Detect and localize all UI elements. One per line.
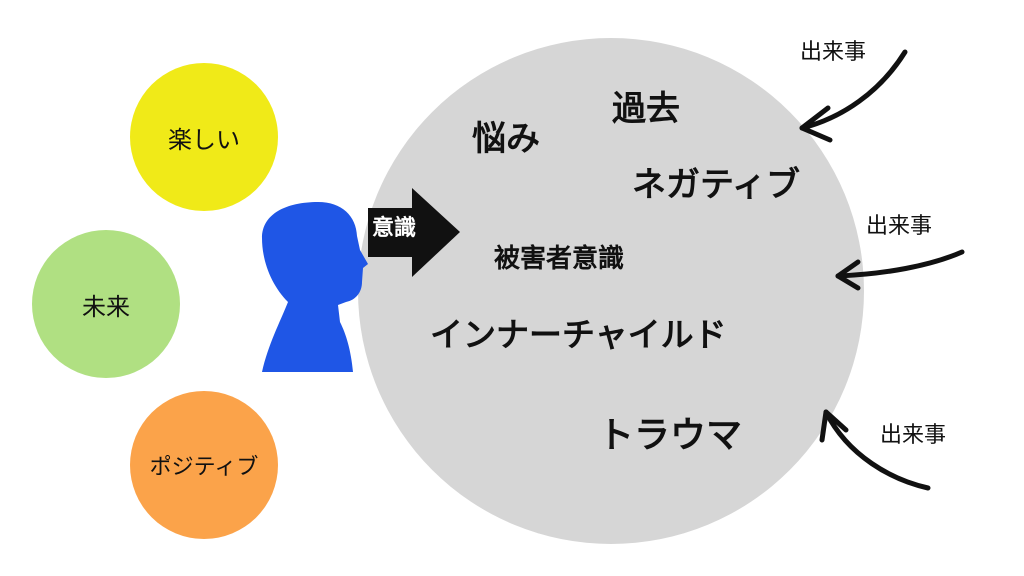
bubble-tanoshii: 楽しい <box>130 63 278 211</box>
curved-arrow-icon <box>819 409 931 491</box>
word-negative: ネガティブ <box>632 165 800 205</box>
curved-arrow-icon <box>799 49 908 143</box>
event-label: 出来事 <box>880 423 947 448</box>
arrow-label: 意識 <box>372 216 417 241</box>
bubble-positive: ポジティブ <box>130 391 278 539</box>
event-label: 出来事 <box>866 214 933 239</box>
word-higaisha-ishiki: 被害者意識 <box>494 244 625 274</box>
word-kako: 過去 <box>612 89 680 129</box>
right-arrow-icon <box>368 188 460 277</box>
word-nayami: 悩み <box>472 119 540 159</box>
subconscious-circle <box>358 38 864 544</box>
word-trauma: トラウマ <box>598 415 743 456</box>
event-label: 出来事 <box>800 40 867 65</box>
curved-arrow-icon <box>835 249 965 291</box>
head-silhouette-icon <box>262 202 368 372</box>
word-inner-child: インナーチャイルド <box>430 315 727 354</box>
bubble-mirai: 未来 <box>32 230 180 378</box>
